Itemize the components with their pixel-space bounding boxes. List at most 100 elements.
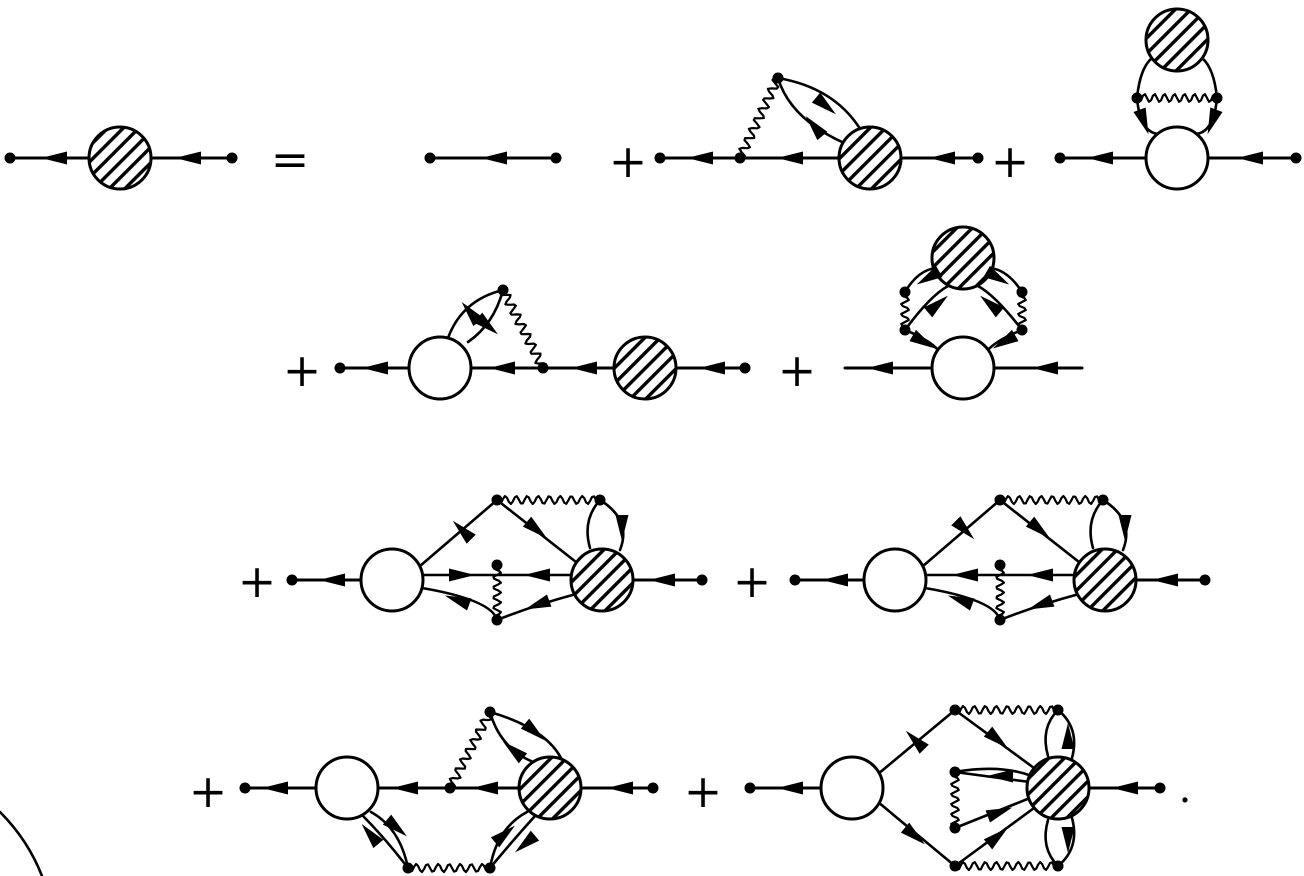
arrow-head [1152,573,1178,587]
arrow-head [1025,516,1050,539]
vertex-dot [239,782,251,794]
bare-vertex-blob [407,335,473,401]
vertex-dot [1290,152,1302,164]
interaction-wavy-line [406,862,492,874]
interaction-wavy-line [998,494,1105,506]
interaction-wavy-line [953,704,1060,716]
arrow-head [449,568,475,582]
vertex-dot [550,152,562,164]
vertex-dot [744,782,756,794]
propagator-arrows [41,92,1263,853]
arrow-head [983,265,1010,285]
arrow-head [983,827,1008,850]
plus-sign-6: + [733,554,772,608]
propagator-curve [466,288,505,344]
arrow-head [980,295,1005,318]
arrow-head [524,594,552,610]
arrow-head [503,741,528,764]
vertex-dot [647,782,659,794]
vertex-dot [1052,860,1064,872]
vertex-dot [772,72,784,84]
plus-sign-7: + [189,764,228,818]
vertex-dot [537,362,549,374]
bare-vertex-blob [819,755,885,821]
interaction-wavy-line [448,708,493,790]
plus-sign-3: + [283,343,322,397]
interaction-wavy-line [900,290,910,332]
plus-sign-4: + [778,343,817,397]
vertex-dot [484,706,496,718]
arrow-head [947,595,975,611]
equals-sign: = [271,132,310,186]
propagator-curve [776,76,864,134]
vertex-dot [444,782,456,794]
interaction-wavy-line [953,860,1060,872]
arrow-head [805,116,828,141]
plus-sign-8: + [684,764,723,818]
vertex-dot [4,152,16,164]
propagator-curve [1200,56,1219,100]
arrow-head [951,516,975,540]
propagator-curve [776,76,844,144]
vertex-dot [334,362,346,374]
vertex-dot [286,574,298,586]
propagator-curve [1135,56,1154,100]
arrow-head [520,718,545,741]
plus-sign-1: + [609,134,648,188]
arrow-head [929,151,955,165]
bare-vertex-blob [1144,125,1210,191]
arrow-head [489,361,515,375]
arrow-head [916,265,943,285]
vertex-blobs [87,7,1210,821]
arrow-head [319,573,345,587]
propagator-curve [903,284,950,332]
bare-vertex-blob [930,335,996,401]
propagator-curve [446,288,505,340]
propagator-curve [418,498,499,568]
arrow-head [987,769,1013,783]
arrow-head [1032,361,1058,375]
arrow-head [687,151,713,165]
final-period: . [1179,766,1192,812]
arrow-head [452,520,476,544]
vertex-dot [1052,704,1064,716]
arrow-head [1112,781,1138,795]
page-corner-arc [0,810,44,876]
vertex-dot [497,284,509,296]
vertex-dot [594,494,606,506]
interaction-wavy-line [1135,93,1219,103]
interaction-wavy-line [995,563,1006,622]
arrow-head [992,329,1019,349]
dressed-vertex-blob [1025,755,1091,821]
vertex-dot [1131,92,1143,104]
vertex-dot [899,286,911,298]
arrow-head [490,825,515,848]
vertex-dot [1097,494,1109,506]
arrow-head [699,361,725,375]
arrow-head [175,151,201,165]
arrow-head [777,781,803,795]
propagator-curve [1044,708,1060,758]
arrow-head [900,822,925,845]
dressed-vertex-blob [517,755,583,821]
interaction-wavy-line [499,288,548,369]
arrow-head [777,151,803,165]
arrow-head [481,151,507,165]
vertex-dot [226,152,238,164]
propagator-curve [1089,498,1105,550]
arrow-head [1027,568,1053,582]
propagator-curve [361,814,410,870]
interaction-wavy-line [1017,290,1027,332]
arrow-head [262,781,288,795]
bare-vertex-blob [862,547,928,613]
arrow-head [392,781,418,795]
arrow-head [41,151,67,165]
vertex-dot [994,494,1006,506]
arrow-head [983,726,1008,749]
arrow-head [1061,827,1075,853]
vertex-dot [949,822,961,834]
arrow-head [1237,151,1263,165]
vertex-dot [1199,574,1211,586]
vertex-dot [1211,92,1223,104]
